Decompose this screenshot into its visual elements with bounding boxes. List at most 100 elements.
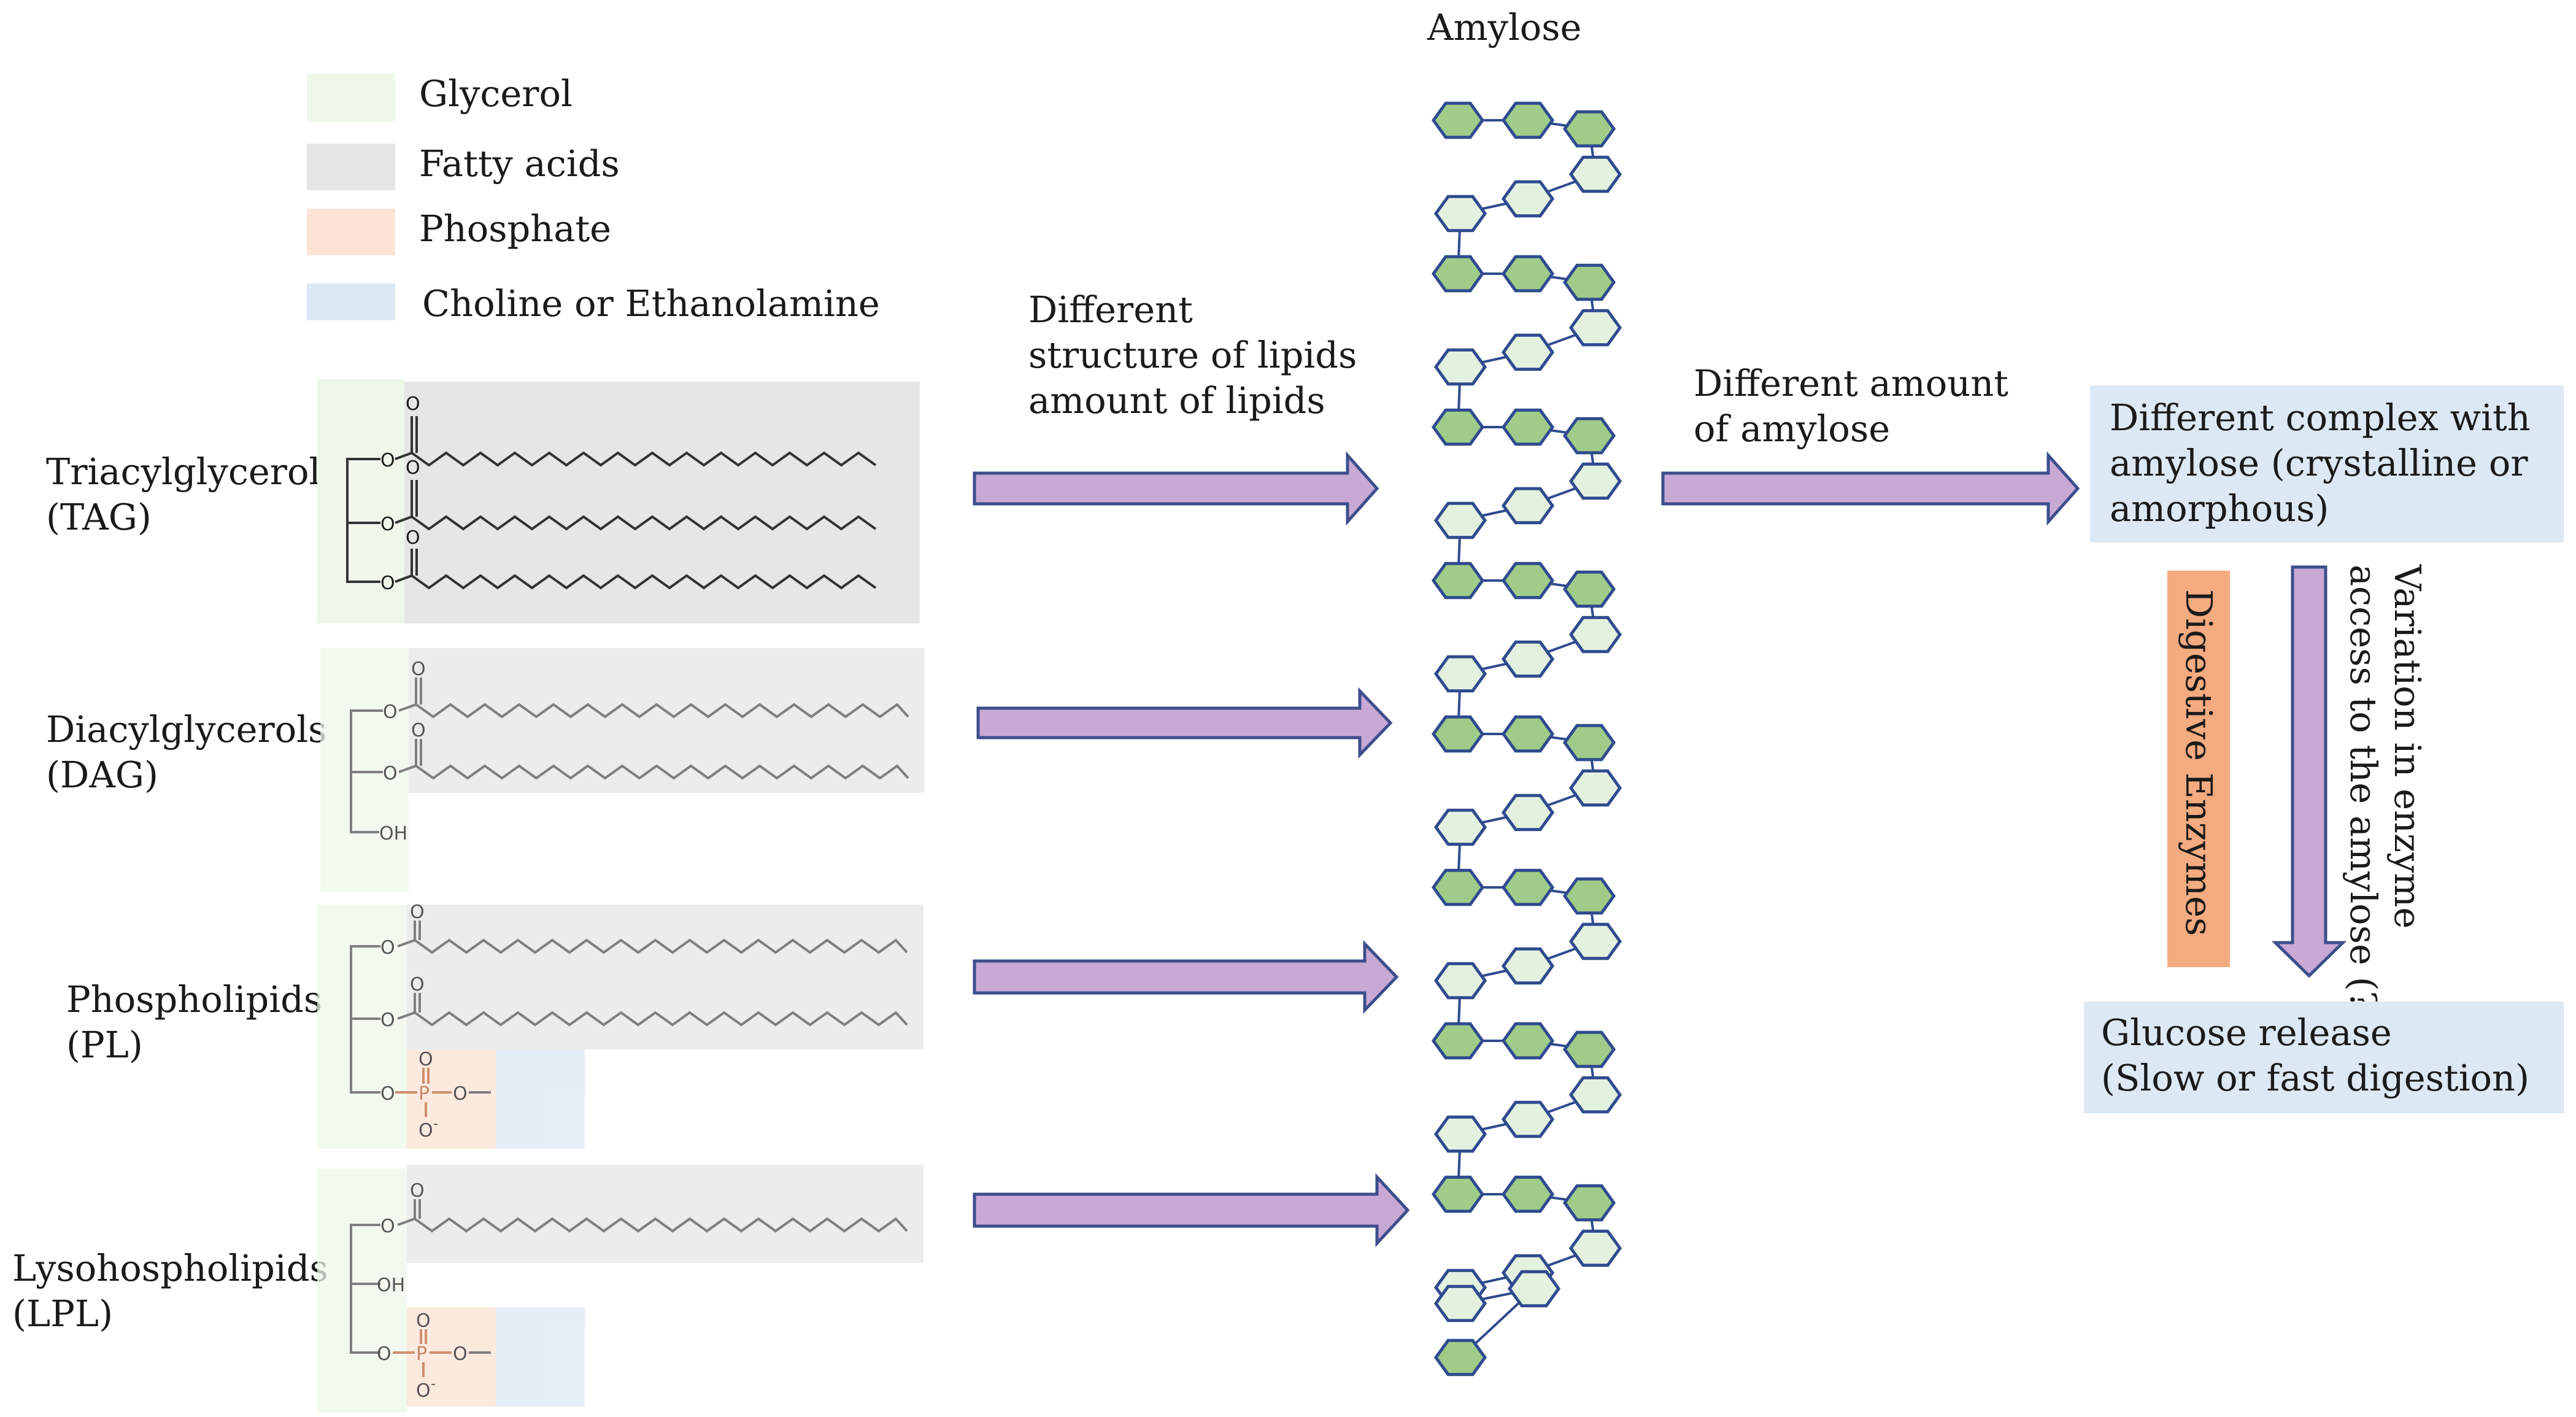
legend-label-choline: Choline or Ethanolamine [422, 282, 880, 325]
arrow-complex-to-glucose [2271, 565, 2347, 978]
dag-ester-o-1: O [383, 701, 398, 723]
glucose-unit [1568, 462, 1622, 500]
glucose-unit [1433, 1284, 1487, 1322]
dag-chain-1 [398, 703, 909, 719]
legend-swatch-phosphate [307, 209, 395, 255]
tag-ester-o-2: O [380, 514, 395, 535]
arrow-pl-to-amylose [973, 940, 1399, 1014]
lpl-choline-region [496, 1307, 585, 1407]
lipid-abbr-pl: (PL) [66, 1024, 143, 1066]
glucose-unit [1568, 616, 1622, 654]
glucose-unit [1431, 408, 1485, 446]
lipid-name-pl: Phospholipids [66, 978, 323, 1021]
dag-glycerol-region [320, 648, 409, 892]
tag-o-2: O [406, 457, 420, 479]
glucose-unit [1501, 640, 1555, 678]
lpl-glycerol-region [317, 1168, 407, 1413]
lpl-fatty-acid-region [407, 1165, 924, 1263]
glucose-unit [1501, 333, 1555, 371]
glucose-unit [1568, 155, 1622, 193]
legend-label-glycerol: Glycerol [419, 72, 573, 115]
glucose-unit [1431, 868, 1485, 906]
lpl-phos-o-top: O [416, 1310, 431, 1332]
legend-swatch-choline [307, 284, 395, 320]
glucose-unit [1568, 1076, 1622, 1114]
lpl-phosphorus: P [416, 1343, 427, 1365]
lipid-name-tag: Triacylglycerols [46, 450, 339, 493]
glucose-unit [1501, 868, 1555, 906]
arrow-dag-to-amylose [976, 687, 1393, 759]
tag-glycerol-backbone [346, 458, 380, 583]
pl-phos-charge: - [433, 1116, 438, 1132]
tag-o-1: O [406, 393, 420, 415]
legend-swatch-fatty-acids [307, 144, 395, 190]
glucose-unit [1433, 1115, 1487, 1153]
lpl-o-1: O [410, 1180, 425, 1202]
pl-phos-o-1: O [380, 1083, 395, 1105]
tag-chain-2 [395, 515, 877, 531]
tag-chain-3 [395, 574, 877, 590]
pl-ester-o-2: O [380, 1010, 395, 1031]
pl-o-1: O [410, 902, 425, 923]
pl-fatty-acid-region [407, 905, 924, 1049]
glucose-unit [1562, 570, 1616, 608]
tag-o-3: O [406, 527, 420, 549]
lpl-phos-charge: - [431, 1376, 436, 1392]
arrow-amylose-to-complex [1661, 451, 2080, 526]
lipid-name-lpl: Lysohospholipids [12, 1247, 328, 1289]
lpl-chain-1 [397, 1217, 908, 1233]
glucose-unit [1433, 808, 1487, 846]
amylose-title: Amylose [1427, 6, 1582, 48]
tag-ester-o-3: O [380, 573, 395, 594]
pl-phosphorus: P [418, 1083, 430, 1105]
dag-fatty-acid-region [409, 648, 924, 793]
glucose-unit [1501, 487, 1555, 525]
pl-phos-o-top: O [418, 1049, 433, 1070]
glucose-box [2084, 1002, 2564, 1113]
legend-label-fatty-acids: Fatty acids [419, 142, 620, 185]
glucose-unit [1562, 110, 1616, 148]
lipid-effect-line-2: structure of lipids [1028, 334, 1357, 376]
pl-o-2: O [410, 974, 425, 995]
digestive-enzymes-box [2167, 571, 2230, 967]
glucose-unit [1431, 101, 1485, 139]
glucose-unit [1501, 1175, 1555, 1213]
dag-chain-2 [398, 764, 909, 780]
tag-ester-o-1: O [380, 450, 395, 471]
lpl-phos-o-minus: O [416, 1380, 431, 1402]
glucose-line-2: (Slow or fast digestion) [2101, 1057, 2530, 1099]
glucose-unit [1433, 195, 1487, 233]
pl-phos-o-minus: O [418, 1120, 433, 1141]
glucose-unit [1433, 501, 1487, 539]
complex-box [2090, 385, 2564, 542]
variation-line-2: access to the amylose (?) [2342, 565, 2385, 1025]
tag-chain-1 [395, 451, 877, 467]
lipid-abbr-dag: (DAG) [46, 754, 159, 796]
lpl-glycerol-backbone [350, 1224, 380, 1354]
glucose-unit [1568, 769, 1622, 807]
complex-line-1: Different complex with [2110, 396, 2531, 439]
glucose-unit [1433, 348, 1487, 386]
glucose-unit [1431, 1175, 1485, 1213]
variation-line-1: Variation in enzyme [2386, 565, 2429, 929]
glucose-unit [1501, 562, 1555, 600]
glucose-unit [1501, 1022, 1555, 1060]
lpl-phosphate-region [407, 1307, 496, 1407]
amylose-helix [1431, 101, 1622, 1376]
legend-swatch-glycerol [307, 74, 395, 122]
dag-oh: OH [379, 823, 407, 844]
glucose-unit [1501, 793, 1555, 832]
glucose-unit [1433, 655, 1487, 693]
complex-line-3: amorphous) [2110, 487, 2329, 530]
arrow-tag-to-amylose [973, 451, 1379, 526]
pl-structure: O O O O O P O O O - [317, 902, 924, 1149]
complex-line-2: amylose (crystalline or [2110, 442, 2528, 484]
glucose-unit [1562, 724, 1616, 762]
pl-phos-o-2: O [453, 1083, 468, 1105]
lpl-oh: OH [377, 1275, 405, 1296]
pl-chain-2 [397, 1011, 908, 1027]
amylose-effect-line-2: of amylose [1694, 407, 1891, 450]
dag-structure: O O O O OH [320, 648, 924, 892]
glucose-unit [1431, 715, 1485, 753]
